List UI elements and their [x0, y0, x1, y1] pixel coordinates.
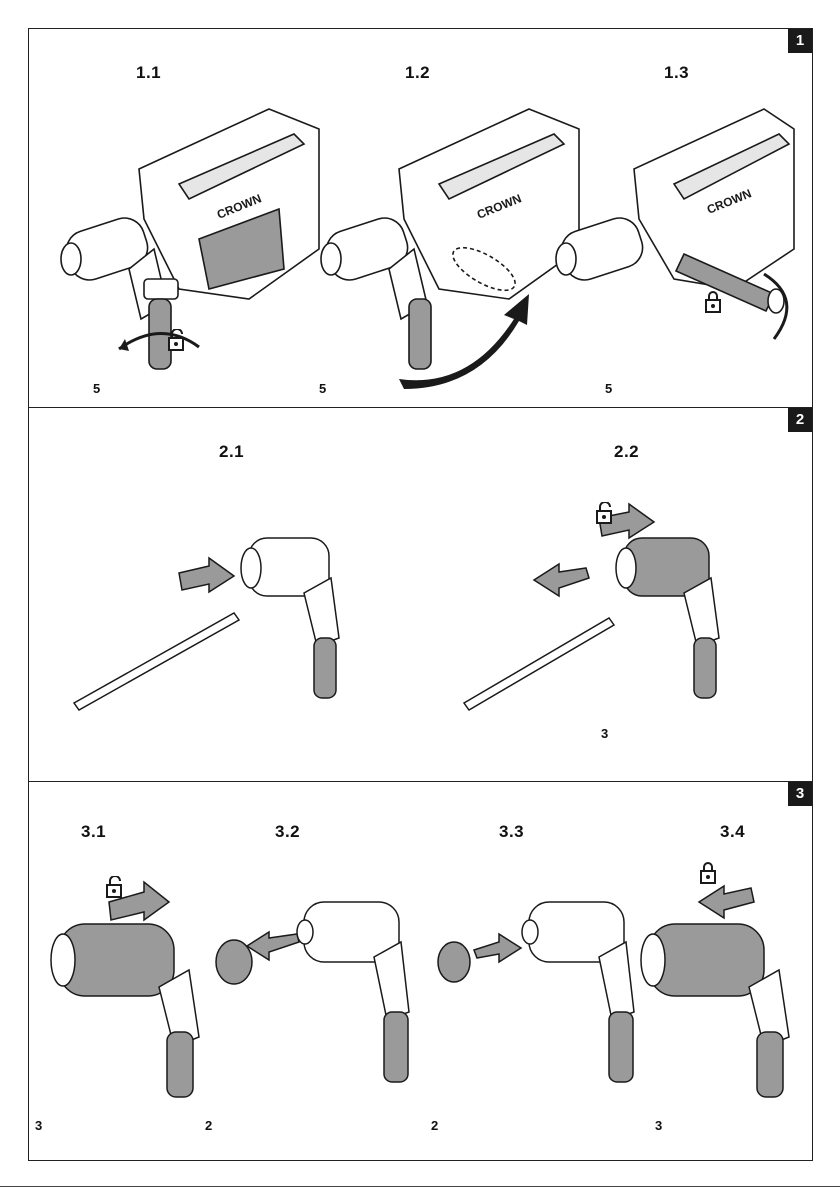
step-label: 2.2	[614, 442, 639, 462]
lock-closed-icon	[704, 291, 724, 313]
instruction-sheet: 1 1.1 1.2 1.3 CROWN 5	[28, 28, 813, 1161]
arrow-icon	[534, 564, 589, 596]
callout-number: 2	[431, 1118, 438, 1133]
arrow-icon	[247, 932, 299, 960]
step-label: 3.1	[81, 822, 106, 842]
step-label: 1.3	[664, 63, 689, 83]
step-label: 3.3	[499, 822, 524, 842]
drill-bit-remove-illustration	[459, 498, 759, 718]
step-label: 1.2	[405, 63, 430, 83]
cap-insert-illustration	[429, 862, 639, 1102]
callout-number: 5	[93, 381, 100, 396]
arrow-icon	[699, 886, 754, 918]
hammer-drill-illustration: CROWN	[309, 89, 569, 389]
callout-number: 5	[605, 381, 612, 396]
step-label: 2.1	[219, 442, 244, 462]
panel-badge: 1	[788, 29, 812, 53]
drill-bit-insert-illustration	[69, 498, 369, 718]
callout-number: 3	[35, 1118, 42, 1133]
panel-2: 2 2.1 2.2	[29, 407, 812, 781]
callout-number: 3	[601, 726, 608, 741]
panel-badge: 3	[788, 782, 812, 806]
step-label: 1.1	[136, 63, 161, 83]
panel-badge: 2	[788, 408, 812, 432]
lock-open-icon	[167, 329, 187, 351]
cap-remove-illustration	[209, 862, 419, 1102]
chuck-lock-illustration	[639, 862, 809, 1102]
callout-number: 2	[205, 1118, 212, 1133]
lock-open-icon	[105, 876, 125, 898]
arrow-icon	[474, 934, 521, 962]
lock-closed-icon	[699, 862, 719, 884]
lock-open-icon	[595, 502, 615, 524]
step-label: 3.2	[275, 822, 300, 842]
hammer-drill-illustration: CROWN	[544, 89, 804, 389]
panel-1: 1 1.1 1.2 1.3 CROWN 5	[29, 29, 812, 407]
arrow-icon	[179, 558, 234, 592]
step-label: 3.4	[720, 822, 745, 842]
chuck-unlock-illustration	[49, 862, 219, 1102]
panel-3: 3 3.1 3.2 3.3 3.4 3	[29, 781, 812, 1162]
page-bottom-rule	[0, 1186, 840, 1187]
callout-number: 5	[319, 381, 326, 396]
callout-number: 3	[655, 1118, 662, 1133]
